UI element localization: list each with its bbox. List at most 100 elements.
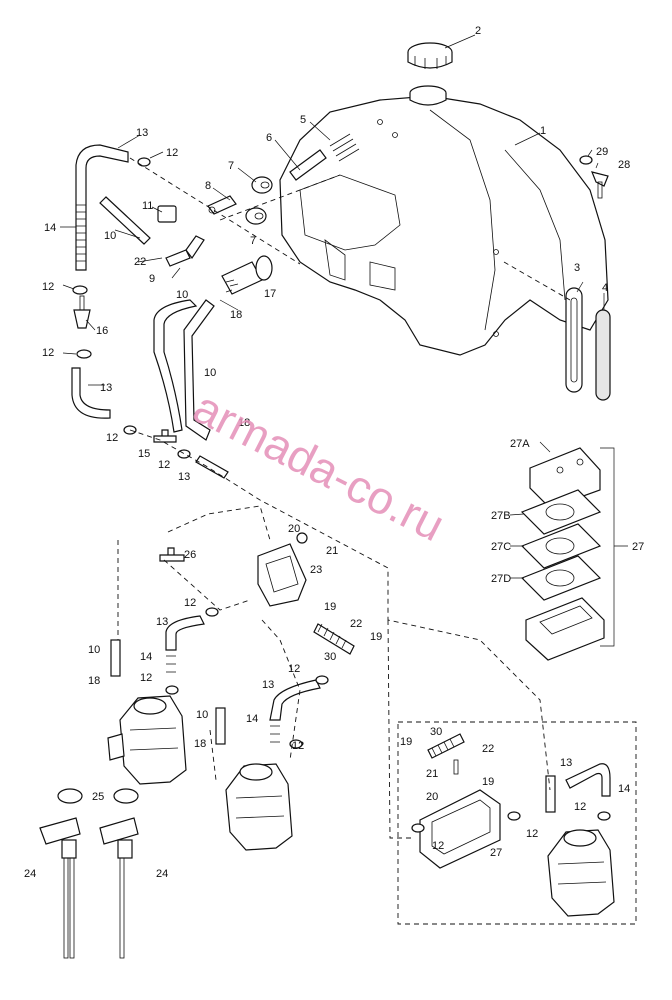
watermark-text: armada-co.ru [185,381,452,552]
callout-7b: 7 [250,235,256,247]
vent-spring [329,133,360,162]
connection-lines [117,157,571,839]
callout-14b: 14 [140,651,152,663]
callout-30b: 30 [430,726,442,738]
grommet-lower [245,207,267,225]
callout-labels: 1 2 3 4 5 6 7 7 8 9 10 10 10 10 10 11 12… [24,25,644,880]
callout-26: 26 [184,549,196,561]
callout-22b: 22 [350,618,362,630]
callout-22a: 22 [134,256,146,268]
carb-hose-middle [215,679,321,745]
pulse-hose-spring [313,623,355,655]
callout-18a: 18 [230,309,242,321]
callout-25: 25 [92,791,104,803]
gasket-27B [520,489,602,535]
callout-12e: 12 [158,459,170,471]
callout-12l: 12 [574,801,586,813]
callout-13d: 13 [156,616,168,628]
fuel-pump [257,532,308,607]
callout-1: 1 [540,125,546,137]
callout-16: 16 [96,325,108,337]
callout-24b: 24 [156,868,168,880]
fuel-fitting-upper [207,195,237,215]
callout-21a: 21 [326,545,338,557]
callout-27a: 27 [632,541,644,553]
fuel-fitting-lower [165,235,205,267]
callout-17: 17 [264,288,276,300]
fuel-cap [407,42,453,69]
callout-2: 2 [475,25,481,37]
callout-27B: 27B [491,510,511,522]
carburetor-middle [225,763,293,851]
callout-12i: 12 [292,740,304,752]
hose-clip [157,205,177,223]
carb-hose-left [110,615,205,677]
callout-4: 4 [602,282,608,294]
callout-27A: 27A [510,438,530,450]
inset-spring-hose [427,733,465,759]
vent-hose-upper [75,144,129,271]
callout-15: 15 [138,448,150,460]
callout-19d: 19 [482,776,494,788]
callout-12j: 12 [432,840,444,852]
callout-13c: 13 [178,471,190,483]
callout-13b: 13 [100,382,112,394]
callout-12h: 12 [288,663,300,675]
bracket-27 [600,447,628,647]
short-hose-10 [99,196,151,245]
pump-cover-27A [529,447,601,509]
callout-27C: 27C [491,541,511,553]
callout-23: 23 [310,564,322,576]
return-hose [71,367,111,419]
callout-14d: 14 [618,783,630,795]
callout-27D: 27D [491,573,511,585]
vent-tube [289,149,327,181]
callout-14a: 14 [44,222,56,234]
tee-fitting-26 [159,547,185,562]
callout-13f: 13 [560,757,572,769]
callout-10d: 10 [88,644,100,656]
callout-10e: 10 [196,709,208,721]
grommet-upper [251,176,273,194]
fuel-tank [279,85,609,356]
primer-plunger-right [99,788,139,959]
callout-21b: 21 [426,768,438,780]
diaphragm-27C [520,523,602,569]
callout-5: 5 [300,114,306,126]
callout-6: 6 [266,132,272,144]
callout-18c: 18 [88,675,100,687]
callout-20b: 20 [426,791,438,803]
callout-10b: 10 [176,289,188,301]
callout-12d: 12 [106,432,118,444]
callout-8: 8 [205,180,211,192]
inset-frame [397,721,637,925]
callout-22c: 22 [482,743,494,755]
callout-11: 11 [142,200,153,212]
callout-9: 9 [149,273,155,285]
callout-27b: 27 [490,847,502,859]
primer-pump [221,255,273,295]
callout-3: 3 [574,262,580,274]
callout-19a: 19 [324,601,336,613]
callout-12f: 12 [184,597,196,609]
callout-28: 28 [618,159,630,171]
carburetor-left [107,695,187,785]
callout-18b: 18 [238,417,250,429]
callout-29: 29 [596,146,608,158]
callout-20a: 20 [288,523,300,535]
callout-19b: 19 [370,631,382,643]
callout-13a: 13 [136,127,148,139]
callout-10c: 10 [204,367,216,379]
callout-12k: 12 [526,828,538,840]
bolt-28 [591,171,609,199]
fuel-hose-long-b [183,299,215,441]
callout-19c: 19 [400,736,412,748]
callout-18d: 18 [194,738,206,750]
diaphragm-27D [520,555,602,601]
sight-gauge [565,287,583,393]
callout-10a: 10 [104,230,116,242]
inset-fuel-pump [419,759,501,869]
callout-24a: 24 [24,868,36,880]
primer-plunger-left [39,788,83,959]
